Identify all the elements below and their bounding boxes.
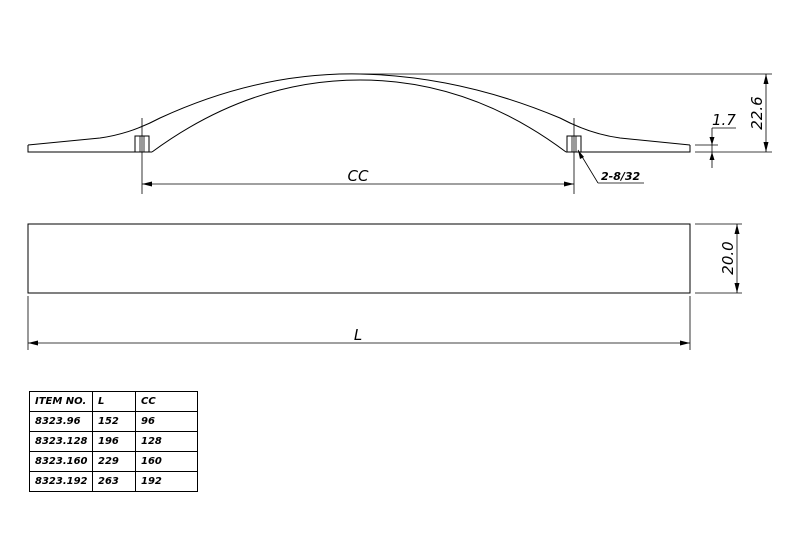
side-view: CC 2-8/32 22.6 1.7 [27,73,772,194]
width-label: 20.0 [719,241,737,274]
handle-left-end [27,145,152,153]
table-cell-l: 263 [92,471,136,492]
base-arrow-bottom [709,152,715,160]
table-header-row: ITEM NO. L CC [29,391,198,412]
table-row: 8323.128 196 128 [29,431,198,452]
handle-inner-profile [151,79,567,153]
table-cell-item: 8323.128 [29,431,93,452]
length-label: L [354,326,362,344]
table-row: 8323.192 263 192 [29,471,198,492]
table-header-l: L [92,391,136,412]
base-thickness-label: 1.7 [712,111,736,129]
handle-top-outline [27,223,691,294]
table-header-item: ITEM NO. [29,391,93,412]
length-arrow-right [680,340,690,346]
table-cell-item: 8323.192 [29,471,93,492]
height-arrow-top [763,74,769,84]
screw-callout-label: 2-8/32 [601,170,641,183]
handle-right-end [566,145,691,153]
cc-label: CC [348,167,369,185]
screw-leader-arrow [578,150,584,159]
size-table: ITEM NO. L CC 8323.96 152 96 8323.128 19… [29,391,198,492]
left-screw-boss [134,118,150,194]
cc-arrow-left [142,181,152,187]
table-cell-cc: 160 [135,451,198,472]
table-cell-cc: 96 [135,411,198,432]
table-cell-item: 8323.160 [29,451,93,472]
right-screw-boss [566,118,582,194]
width-arrow-top [734,224,740,234]
cc-arrow-right [564,181,574,187]
height-label: 22.6 [748,96,766,129]
table-row: 8323.160 229 160 [29,451,198,472]
handle-outer-profile [27,73,691,146]
length-arrow-left [28,340,38,346]
width-arrow-bottom [734,283,740,293]
table-cell-l: 152 [92,411,136,432]
table-cell-cc: 192 [135,471,198,492]
table-cell-item: 8323.96 [29,411,93,432]
height-arrow-bottom [763,142,769,152]
top-view: 20.0 L [27,223,742,350]
table-row: 8323.96 152 96 [29,411,198,432]
table-header-cc: CC [135,391,198,412]
table-cell-l: 229 [92,451,136,472]
table-cell-l: 196 [92,431,136,452]
table-cell-cc: 128 [135,431,198,452]
base-arrow-top [709,137,715,145]
